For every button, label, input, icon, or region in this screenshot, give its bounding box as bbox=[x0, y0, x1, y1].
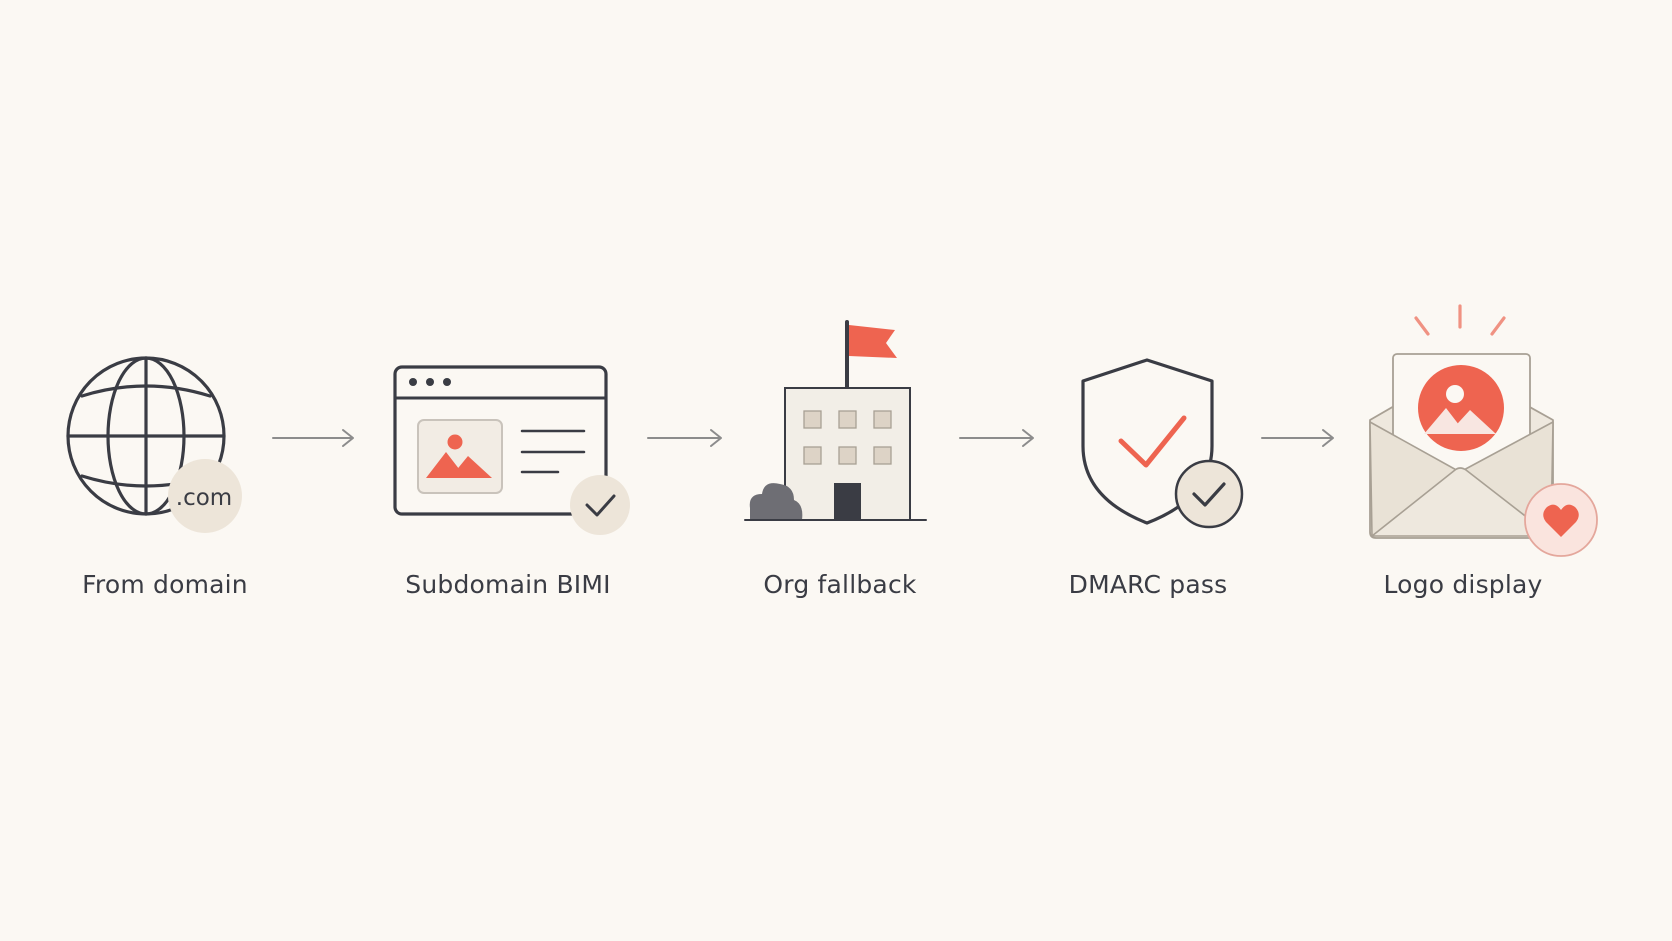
step-label-dmarc-pass: DMARC pass bbox=[1068, 570, 1228, 599]
domain-badge-text: .com bbox=[176, 485, 232, 511]
step-label-org-fallback: Org fallback bbox=[763, 570, 917, 599]
step-label-logo-display: Logo display bbox=[1383, 570, 1543, 599]
step-label-subdomain-bimi: Subdomain BIMI bbox=[405, 570, 611, 599]
step-label-from-domain: From domain bbox=[82, 570, 248, 599]
